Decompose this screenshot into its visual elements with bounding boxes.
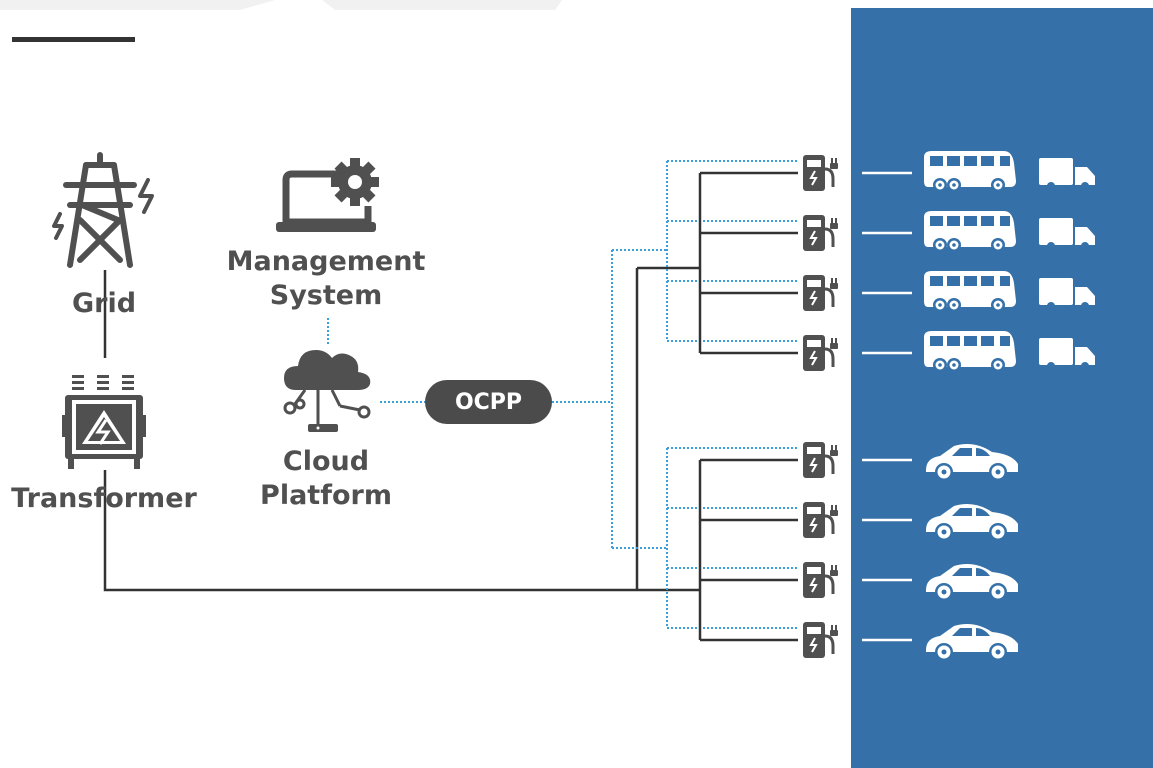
charger-rows	[666, 151, 1095, 661]
charger-icon	[803, 502, 838, 538]
bus-icon	[924, 331, 1016, 372]
car-icon	[926, 504, 1018, 541]
bus-icon	[924, 211, 1016, 252]
transformer-icon	[62, 375, 146, 469]
car-icon	[926, 444, 1018, 481]
charger-icon	[803, 335, 838, 371]
transformer-node: Transformer	[11, 375, 198, 514]
truck-icon	[1039, 158, 1095, 190]
ocpp-pill	[425, 380, 552, 424]
charger-icon	[803, 622, 838, 658]
grid-label: Grid	[72, 288, 136, 319]
management-label-line2: System	[270, 280, 382, 311]
bus-icon	[924, 271, 1016, 312]
transformer-label: Transformer	[11, 483, 197, 514]
header-tab-right	[322, 0, 562, 10]
power-tower-icon	[52, 152, 154, 268]
cloud-network-icon	[283, 350, 371, 432]
header-underline	[12, 37, 135, 42]
laptop-gear-icon	[276, 158, 379, 232]
power-lines	[103, 266, 700, 592]
charger-icon	[803, 155, 838, 191]
truck-icon	[1039, 338, 1095, 370]
grid-node: Grid	[52, 152, 154, 319]
cloud-node: Cloud Platform	[260, 350, 392, 511]
data-lines	[327, 249, 667, 549]
branch-lines	[666, 160, 798, 642]
car-icon	[926, 564, 1018, 601]
charger-icon	[803, 562, 838, 598]
car-icon	[926, 624, 1018, 661]
management-label-line1: Management	[227, 246, 426, 277]
truck-icon	[1039, 278, 1095, 310]
cloud-label-line2: Platform	[260, 480, 392, 511]
truck-icon	[1039, 218, 1095, 250]
charger-icon	[803, 275, 838, 311]
management-node: Management System	[227, 158, 426, 311]
header-tab-left	[0, 0, 275, 10]
bus-icon	[924, 151, 1016, 192]
charger-icon	[803, 215, 838, 251]
ocpp-label: OCPP	[455, 390, 522, 415]
ocpp-protocol-badge: OCPP	[425, 380, 552, 424]
cloud-label-line1: Cloud	[283, 446, 369, 477]
charger-icon	[803, 442, 838, 478]
